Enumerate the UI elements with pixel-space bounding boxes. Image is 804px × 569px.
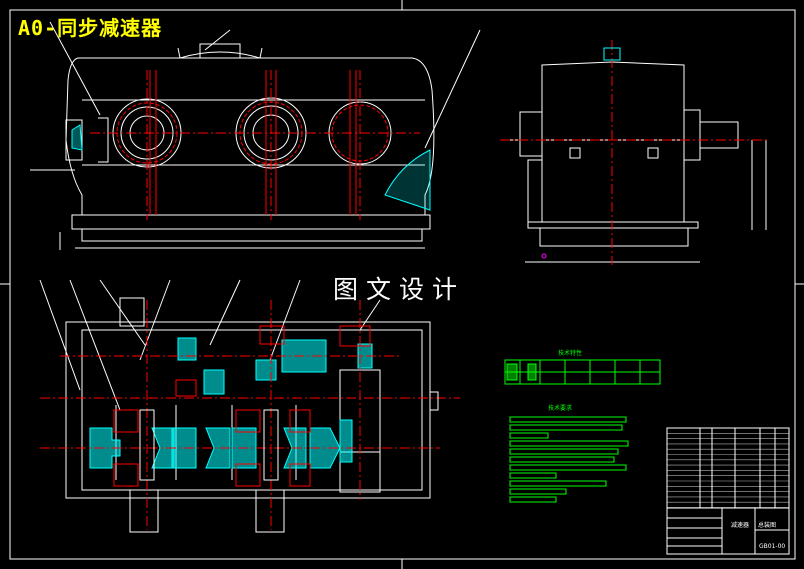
plan-section-view [39, 279, 460, 533]
title-block-label: 总装图 [758, 522, 777, 529]
tech-requirements [509, 416, 629, 503]
tech-requirements-title: 技术要求 [548, 405, 573, 412]
side-view [500, 40, 770, 265]
title-block-drawing-no: GB01-00 [759, 543, 786, 550]
tech-characteristics-table [504, 359, 661, 385]
front-view [30, 21, 481, 250]
title-block-name: 减速器 [731, 522, 750, 529]
watermark-text: 图文设计 [333, 275, 466, 304]
title-block [666, 427, 790, 555]
title-block-rows [667, 432, 789, 508]
drawing-title: A0-同步减速器 [18, 16, 163, 40]
tech-characteristics-title: 技术特性 [558, 350, 583, 357]
